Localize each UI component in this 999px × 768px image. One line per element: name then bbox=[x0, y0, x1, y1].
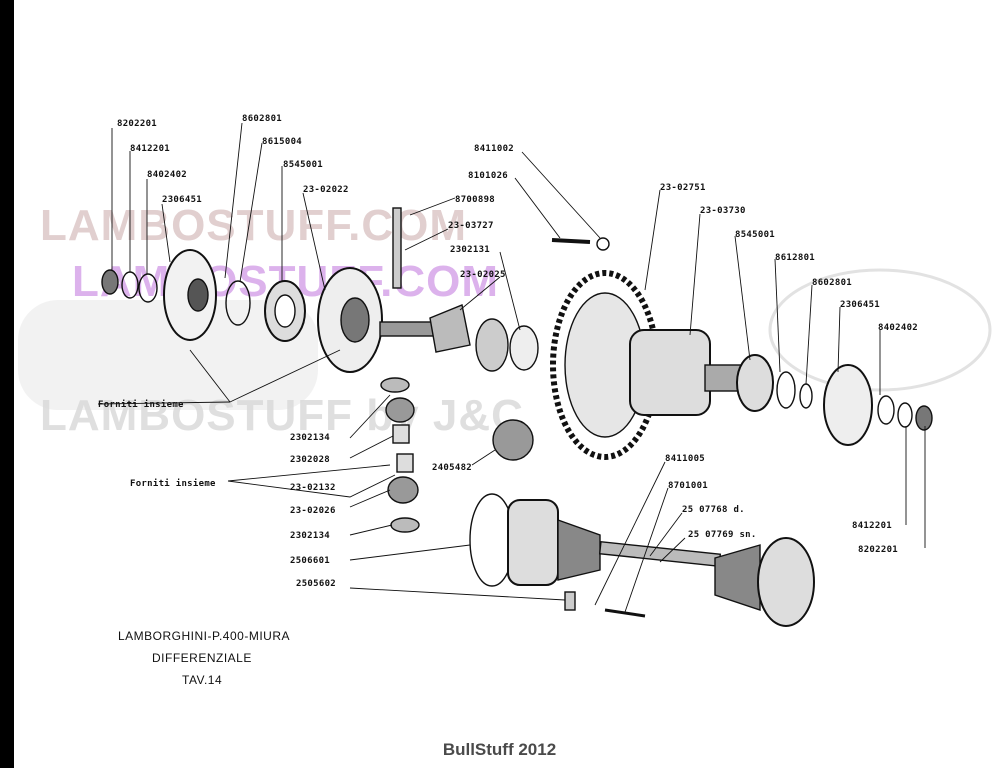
label-8602801-left: 8602801 bbox=[242, 114, 282, 124]
label-2405482: 2405482 bbox=[432, 463, 472, 473]
cv-joint-right bbox=[757, 537, 815, 627]
small-bevel-gear-top bbox=[385, 397, 415, 423]
label-23-03727: 23-03727 bbox=[448, 221, 494, 231]
axle-shaft bbox=[598, 540, 722, 568]
label-8602801-right: 8602801 bbox=[812, 278, 852, 288]
cv-boot-left bbox=[557, 519, 601, 581]
bushing-1 bbox=[392, 424, 410, 444]
pinion-gear bbox=[492, 419, 534, 461]
label-8411005: 8411005 bbox=[665, 454, 705, 464]
flange-right bbox=[823, 364, 873, 446]
label-forniti-insieme-1: Forniti insieme bbox=[98, 399, 184, 410]
nut-left bbox=[101, 269, 119, 295]
small-bevel-gear-bottom bbox=[387, 476, 419, 504]
bearing-right bbox=[736, 354, 774, 412]
credit-text: BullStuff 2012 bbox=[442, 740, 557, 759]
bevel-gear-left bbox=[429, 304, 471, 353]
label-2306451-left: 2306451 bbox=[162, 195, 202, 205]
label-25-07769: 25 07769 sn. bbox=[688, 530, 757, 540]
washer-right-2 bbox=[897, 402, 913, 428]
label-8545001-right: 8545001 bbox=[735, 230, 775, 240]
label-8101026: 8101026 bbox=[468, 171, 508, 181]
label-8402402-left: 8402402 bbox=[147, 170, 187, 180]
label-forniti-insieme-2: Forniti insieme bbox=[130, 478, 216, 489]
cross-pin bbox=[392, 207, 402, 289]
thrust-washer bbox=[509, 325, 539, 371]
label-8412201-left: 8412201 bbox=[130, 144, 170, 154]
caption-plate: TAV.14 bbox=[182, 673, 222, 687]
seal-right bbox=[776, 371, 796, 409]
small-washer-bottom bbox=[390, 517, 420, 533]
label-8545001-left: 8545001 bbox=[283, 160, 323, 170]
watermark-line-1: LAMBOSTUFF.COM bbox=[40, 201, 467, 250]
bolt-washer bbox=[596, 237, 610, 251]
label-2302134-a: 2302134 bbox=[290, 433, 330, 443]
small-washer-top bbox=[380, 377, 410, 393]
label-23-02751: 23-02751 bbox=[660, 183, 706, 193]
label-23-02022: 23-02022 bbox=[303, 185, 349, 195]
fixing-bolt bbox=[604, 608, 646, 618]
label-8202201-right: 8202201 bbox=[858, 545, 898, 555]
label-2306451-right: 2306451 bbox=[840, 300, 880, 310]
washer-left-2 bbox=[138, 273, 158, 303]
lock-plate bbox=[564, 591, 576, 611]
label-23-03730: 23-03730 bbox=[700, 206, 746, 216]
cv-boot-right bbox=[714, 544, 761, 611]
oring-right bbox=[799, 383, 813, 409]
left-border bbox=[0, 0, 14, 768]
bolt bbox=[551, 238, 591, 244]
label-8411002: 8411002 bbox=[474, 144, 514, 154]
label-8700898: 8700898 bbox=[455, 195, 495, 205]
label-2302134-b: 2302134 bbox=[290, 531, 330, 541]
label-8612801: 8612801 bbox=[775, 253, 815, 263]
label-8402402-right: 8402402 bbox=[878, 323, 918, 333]
label-8615004: 8615004 bbox=[262, 137, 302, 147]
nut-right bbox=[915, 405, 933, 431]
label-8202201-left: 8202201 bbox=[117, 119, 157, 129]
planet-gear bbox=[475, 318, 509, 372]
caption-title: DIFFERENZIALE bbox=[152, 651, 252, 665]
watermark-car-silhouette bbox=[18, 300, 318, 410]
label-2302028: 2302028 bbox=[290, 455, 330, 465]
diff-case bbox=[629, 329, 711, 416]
label-8412201-right: 8412201 bbox=[852, 521, 892, 531]
cv-joint-left bbox=[507, 499, 559, 586]
label-8701001: 8701001 bbox=[668, 481, 708, 491]
label-23-02026: 23-02026 bbox=[290, 506, 336, 516]
label-25-07768: 25 07768 d. bbox=[682, 505, 745, 515]
washer-right-1 bbox=[877, 395, 895, 425]
label-2302131: 2302131 bbox=[450, 245, 490, 255]
seal-left bbox=[225, 280, 251, 326]
label-2505602: 2505602 bbox=[296, 579, 336, 589]
caption-model: LAMBORGHINI-P.400-MIURA bbox=[118, 629, 290, 643]
label-2506601: 2506601 bbox=[290, 556, 330, 566]
watermark-line-3: LAMBOSTUFF by J&C bbox=[40, 391, 524, 440]
bushing-2 bbox=[396, 453, 414, 473]
label-23-02025: 23-02025 bbox=[460, 270, 506, 280]
label-23-02132: 23-02132 bbox=[290, 483, 336, 493]
